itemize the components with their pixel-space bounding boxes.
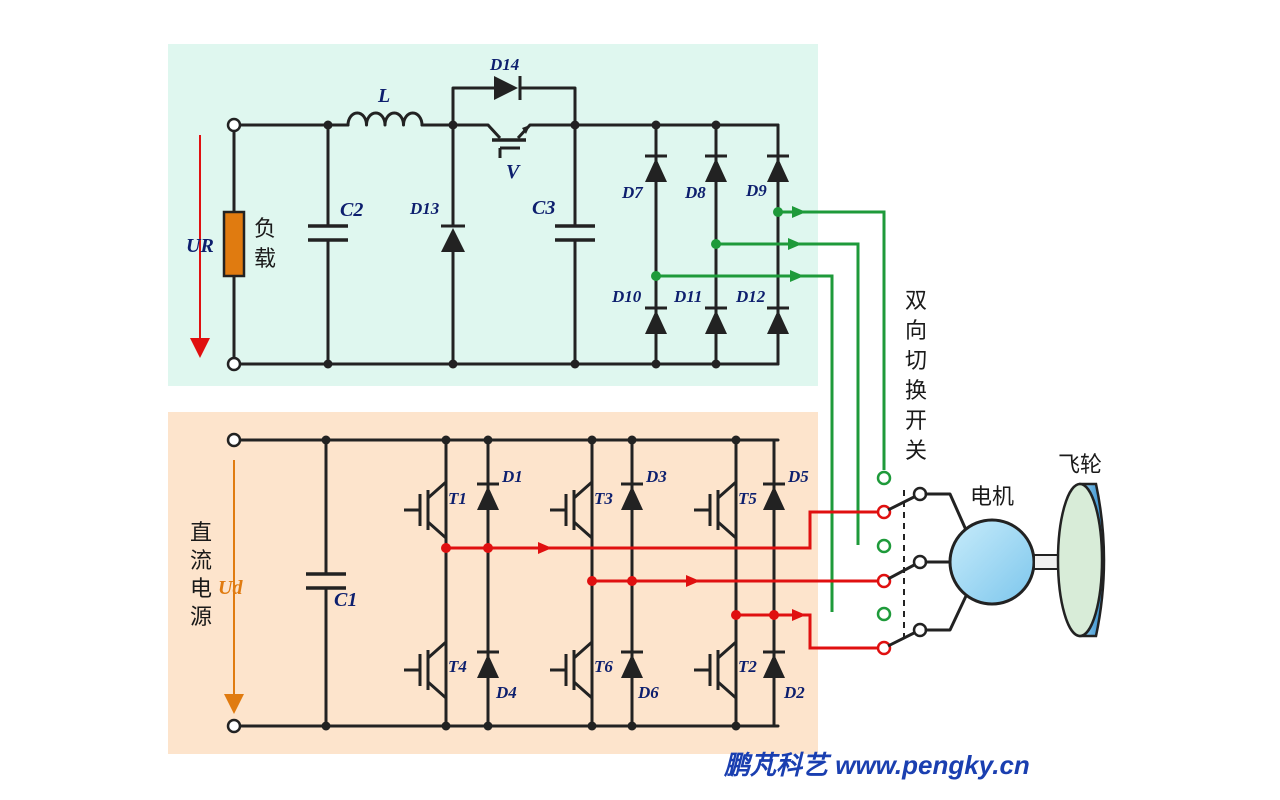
igbt-t4 <box>404 640 447 700</box>
svg-text:向: 向 <box>905 319 927 344</box>
ur-label: UR <box>186 235 214 257</box>
diode-d4 <box>477 650 499 678</box>
load-resistor <box>222 210 246 278</box>
d13-label: D13 <box>409 199 440 218</box>
flywheel-label: 飞轮 <box>1058 453 1102 478</box>
svg-text:切: 切 <box>905 349 927 374</box>
t1-label: T1 <box>448 489 467 508</box>
c3-label: C3 <box>532 197 555 219</box>
dc-source-label: 直 流 电 源 <box>190 521 212 630</box>
c1-label: C1 <box>334 589 357 611</box>
diode-d6 <box>621 650 643 678</box>
svg-text:开: 开 <box>905 409 927 434</box>
igbt-t6 <box>550 640 593 700</box>
capacitor-c1 <box>306 572 346 590</box>
capacitor-c2 <box>308 224 348 242</box>
c2-label: C2 <box>340 199 363 221</box>
igbt-t3 <box>550 480 593 540</box>
motor-label: 电机 <box>970 485 1014 510</box>
bottom-panel <box>168 412 818 754</box>
inductor-l <box>346 111 424 127</box>
switch-contacts <box>876 470 968 656</box>
diode-d12 <box>767 306 789 334</box>
terminal-bottom-left <box>226 356 242 372</box>
d3-label: D3 <box>645 467 667 486</box>
diode-d9 <box>767 154 789 182</box>
diode-d5 <box>763 482 785 510</box>
t4-label: T4 <box>448 657 467 676</box>
svg-text:直: 直 <box>190 521 212 546</box>
svg-text:换: 换 <box>905 379 927 404</box>
svg-text:流: 流 <box>190 549 212 574</box>
terminal-dc-negative <box>226 718 242 734</box>
igbt-t1 <box>404 480 447 540</box>
d7-label: D7 <box>621 183 644 202</box>
d2-label: D2 <box>783 683 805 702</box>
svg-text:双: 双 <box>905 289 927 314</box>
green-feedback-wires <box>651 206 886 612</box>
igbt-t5 <box>694 480 737 540</box>
d6-label: D6 <box>637 683 659 702</box>
junction-dots-bottom <box>321 435 741 731</box>
d14-label: D14 <box>489 55 519 74</box>
capacitor-c3 <box>555 224 595 242</box>
t5-label: T5 <box>738 489 757 508</box>
d1-label: D1 <box>501 467 523 486</box>
igbt-t2 <box>694 640 737 700</box>
d9-label: D9 <box>745 181 767 200</box>
diode-d14 <box>494 76 522 100</box>
d5-label: D5 <box>787 467 809 486</box>
d4-label: D4 <box>495 683 517 702</box>
diode-d1 <box>477 482 499 510</box>
d10-label: D10 <box>611 287 642 306</box>
load-label-2: 载 <box>254 247 276 272</box>
svg-text:关: 关 <box>905 439 927 464</box>
ud-label: Ud <box>218 577 243 599</box>
diode-d2 <box>763 650 785 678</box>
transistor-v-label: V <box>506 161 521 183</box>
load-label-1: 负 <box>254 217 276 242</box>
diode-d8 <box>705 154 727 182</box>
motor <box>948 518 1036 606</box>
terminal-dc-positive <box>226 432 242 448</box>
red-phase-wires <box>441 510 884 650</box>
t2-label: T2 <box>738 657 757 676</box>
top-panel <box>168 44 818 386</box>
bidirectional-switch-label: 双 向 切 换 开 关 <box>905 289 927 464</box>
diode-d11 <box>705 306 727 334</box>
d12-label: D12 <box>735 287 766 306</box>
diode-d10 <box>645 306 667 334</box>
svg-text:电: 电 <box>190 577 212 602</box>
terminal-top-left <box>226 117 242 133</box>
t3-label: T3 <box>594 489 613 508</box>
diode-d3 <box>621 482 643 510</box>
svg-text:源: 源 <box>190 605 212 630</box>
diode-d13 <box>441 224 465 252</box>
watermark: 鹏芃科艺 www.pengky.cn <box>723 750 1030 780</box>
inductor-label: L <box>377 85 390 107</box>
transistor-v <box>486 123 532 158</box>
junction-dots-top <box>323 120 721 369</box>
flywheel <box>1056 482 1106 638</box>
t6-label: T6 <box>594 657 613 676</box>
diode-d7 <box>645 154 667 182</box>
d8-label: D8 <box>684 183 706 202</box>
d11-label: D11 <box>673 287 702 306</box>
